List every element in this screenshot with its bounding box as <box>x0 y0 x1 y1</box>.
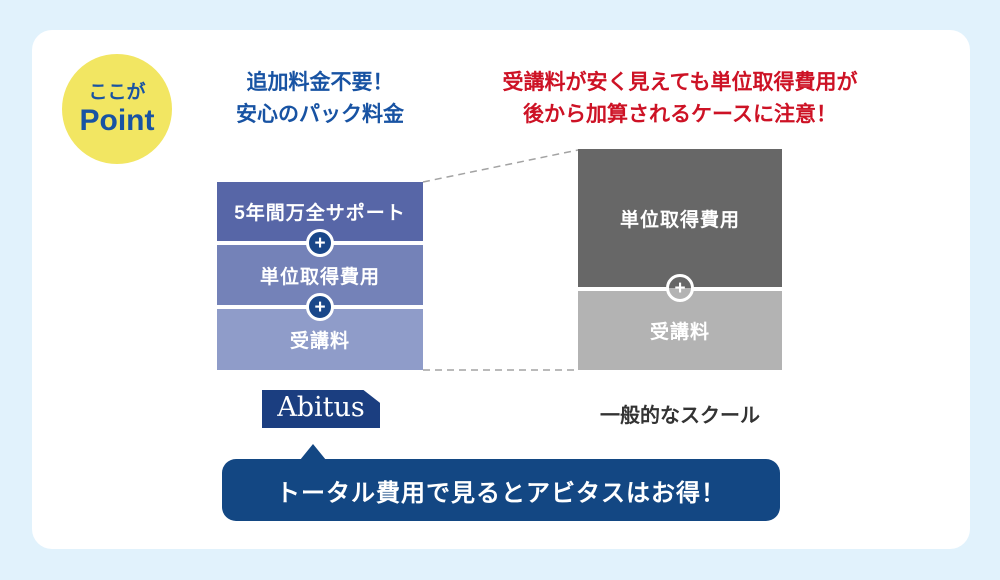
plus-icon: + <box>306 229 334 257</box>
abitus-segment-tuition: 受講料 <box>217 309 423 370</box>
abitus-heading-line2: 安心のパック料金 <box>236 103 404 126</box>
point-badge-line2: Point <box>79 104 155 137</box>
abitus-heading-line1: 追加料金不要！ <box>246 71 394 94</box>
generic-warning-line2: 後から加算されるケースに注意！ <box>523 103 837 126</box>
conclusion-banner: トータル費用で見るとアビタスはお得！ <box>222 444 780 521</box>
comparison-dashed-connectors <box>422 149 579 371</box>
point-badge-line1: ここが <box>88 82 146 103</box>
generic-segment-credits: 単位取得費用 <box>578 149 782 287</box>
generic-segment-tuition: 受講料 <box>578 291 782 370</box>
abitus-segment-support-label: 5年間万全サポート <box>234 203 406 224</box>
abitus-logo: Abitus <box>262 390 380 428</box>
abitus-cost-bar: 5年間万全サポート + 単位取得費用 + 受講料 <box>217 182 423 370</box>
plus-icon: + <box>666 274 694 302</box>
point-badge: ここが Point <box>62 54 172 164</box>
generic-segment-credits-label: 単位取得費用 <box>619 209 740 231</box>
abitus-logo-text: Abitus <box>277 392 365 423</box>
generic-school-cost-bar: 単位取得費用 + 受講料 <box>578 149 782 370</box>
generic-school-label: 一般的なスクール <box>600 405 760 427</box>
plus-icon: + <box>306 293 334 321</box>
conclusion-banner-text: トータル費用で見るとアビタスはお得！ <box>276 479 726 507</box>
banner-tail-pointer <box>300 444 326 460</box>
generic-segment-tuition-label: 受講料 <box>649 322 710 343</box>
abitus-segment-tuition-label: 受講料 <box>289 331 350 352</box>
abitus-heading: 追加料金不要！ 安心のパック料金 <box>170 67 470 131</box>
generic-warning-heading: 受講料が安く見えても単位取得費用が 後から加算されるケースに注意！ <box>478 67 882 131</box>
generic-warning-line1: 受講料が安く見えても単位取得費用が <box>502 71 858 94</box>
abitus-segment-credits-label: 単位取得費用 <box>259 266 380 288</box>
